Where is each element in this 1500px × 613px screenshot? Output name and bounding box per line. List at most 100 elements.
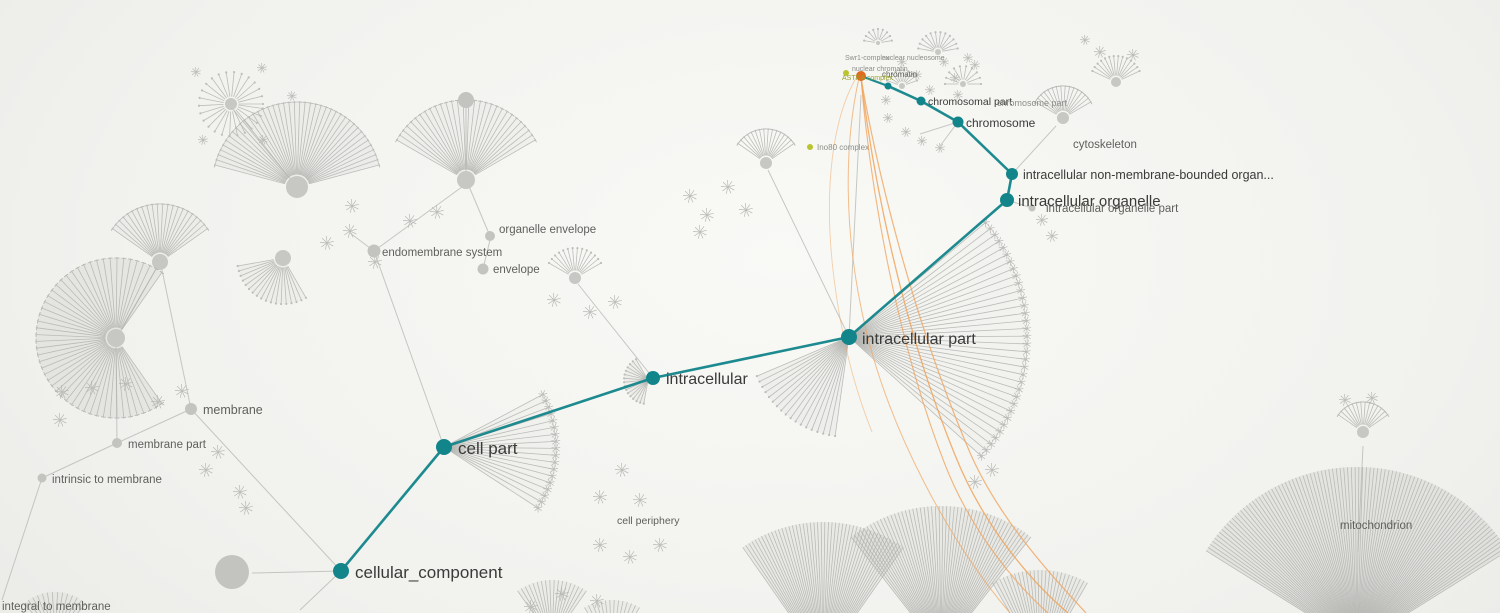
cluster-hub-node[interactable]: [275, 250, 291, 266]
mini-cluster-star: [286, 90, 297, 101]
gray-term-node[interactable]: [367, 244, 381, 258]
cluster-hub-node[interactable]: [899, 83, 905, 89]
layer-fans: [23, 27, 1500, 613]
term-label-organelle-envelope[interactable]: organelle envelope: [499, 224, 596, 236]
gray-term-node[interactable]: [485, 231, 495, 241]
collapsed-subtree-fan: [236, 250, 308, 306]
term-node-nucleosome-highlight[interactable]: [856, 71, 866, 81]
term-label-intracellular-part[interactable]: intracellular part: [862, 331, 976, 348]
graph-edge: [767, 169, 850, 338]
term-label-cell-part[interactable]: cell part: [458, 439, 518, 458]
mini-cluster-star: [190, 66, 201, 77]
term-node-ino80-complex-node[interactable]: [807, 144, 813, 150]
mini-cluster-star: [1016, 286, 1026, 296]
term-node-intracellular-part[interactable]: [841, 329, 857, 345]
graph-edge: [919, 121, 959, 135]
mini-cluster-star: [533, 503, 543, 513]
cluster-hub-node[interactable]: [107, 329, 125, 347]
enrichment-path-edge: [860, 77, 1087, 613]
term-label-ino80-complex[interactable]: Ino80 complex: [817, 143, 869, 152]
term-label-chromosome[interactable]: chromosome: [966, 116, 1036, 130]
gray-term-node[interactable]: [458, 92, 474, 108]
cluster-hub-node[interactable]: [569, 272, 581, 284]
fan-shade: [237, 258, 306, 304]
gray-term-node[interactable]: [215, 555, 249, 589]
mini-cluster-star: [150, 394, 165, 409]
cluster-hub-node[interactable]: [760, 157, 772, 169]
term-node-intracellular-organelle[interactable]: [1000, 193, 1014, 207]
term-label-cell-periphery[interactable]: cell periphery: [617, 515, 680, 527]
term-label-membrane[interactable]: membrane: [203, 403, 263, 417]
term-node-intracellular-non-membrane-bounded-organelle[interactable]: [1006, 168, 1018, 180]
enrichment-path-edge: [860, 77, 1069, 613]
layer-edges: [1, 94, 1364, 611]
cluster-hub-node[interactable]: [935, 49, 941, 55]
term-label-chromatin[interactable]: chromatin: [882, 70, 917, 79]
term-label-nuclear-chromatin[interactable]: nuclear chromatin: [852, 66, 908, 73]
term-label-envelope[interactable]: envelope: [493, 264, 540, 276]
mini-cluster-star: [582, 304, 597, 319]
mini-cluster-star: [257, 134, 268, 145]
mini-cluster-star: [949, 72, 960, 83]
term-label-cytoskeleton[interactable]: cytoskeleton: [1073, 139, 1137, 151]
term-label-cellular-component[interactable]: cellular_component: [355, 563, 503, 582]
gray-term-node[interactable]: [477, 263, 489, 275]
mini-cluster-star: [543, 485, 553, 494]
mini-cluster-star: [540, 491, 550, 501]
cluster-hub-node[interactable]: [960, 81, 966, 87]
term-label-intracellular[interactable]: intracellular: [666, 371, 748, 388]
cluster-hub-node[interactable]: [457, 171, 475, 189]
cluster-hub-node[interactable]: [1111, 77, 1121, 87]
term-label-chromosomal-part[interactable]: chromosomal part: [928, 96, 1012, 108]
mini-cluster-star: [1002, 250, 1012, 260]
term-label-intracellular-organelle[interactable]: intracellular organelle: [1018, 193, 1161, 210]
term-node-chromosomal-part[interactable]: [916, 96, 926, 106]
mini-cluster-star: [1020, 308, 1030, 318]
gray-term-node[interactable]: [112, 438, 122, 448]
gray-term-node[interactable]: [37, 473, 47, 483]
term-node-cell-part[interactable]: [436, 439, 452, 455]
mini-cluster-star: [174, 383, 189, 398]
term-label-integral-to-membrane[interactable]: integral to membrane: [2, 601, 111, 613]
term-node-astra-complex-node[interactable]: [843, 70, 849, 76]
term-label-intracellular-organelle-part[interactable]: intracellular organelle part: [1046, 203, 1179, 215]
mini-cluster-star: [652, 537, 667, 552]
mini-cluster-star: [551, 444, 561, 453]
mini-cluster-star: [995, 427, 1005, 437]
term-node-nucleosome-junction[interactable]: [884, 82, 892, 90]
cluster-hub-node[interactable]: [286, 176, 308, 198]
term-label-mitochondrion[interactable]: mitochondrion: [1340, 520, 1412, 532]
mini-cluster-star: [1009, 399, 1019, 409]
term-label-nuclear-nucleosome[interactable]: nuclear nucleosome: [882, 55, 945, 62]
mini-cluster-star: [1021, 355, 1030, 364]
term-node-chromosome[interactable]: [952, 116, 964, 128]
collapsed-subtree-fan: [850, 505, 1032, 613]
gray-term-node[interactable]: [1028, 204, 1036, 212]
term-label-chromosome-part[interactable]: chromosome part: [997, 98, 1068, 108]
cluster-hub-node[interactable]: [1057, 112, 1069, 124]
cluster-hub-node[interactable]: [225, 98, 237, 110]
collapsed-subtree-fan: [584, 599, 640, 613]
term-label-membrane-part[interactable]: membrane part: [128, 439, 207, 451]
term-label-endomembrane-system[interactable]: endomembrane system: [382, 247, 502, 259]
gray-term-node[interactable]: [185, 403, 197, 415]
mini-cluster-star: [551, 437, 561, 446]
term-node-cellular-component[interactable]: [333, 563, 349, 579]
collapsed-subtree-fan: [885, 69, 919, 89]
term-label-intracellular-non-membrane-bounded-organ[interactable]: intracellular non-membrane-bounded organ…: [1023, 168, 1274, 182]
mini-cluster-star: [984, 462, 999, 477]
mini-cluster-star: [1021, 347, 1031, 357]
fan-shade: [517, 580, 587, 613]
mini-cluster-star: [985, 224, 995, 234]
mini-cluster-star: [402, 213, 417, 228]
term-node-intracellular[interactable]: [646, 371, 660, 385]
cluster-hub-node[interactable]: [152, 254, 168, 270]
term-label-astra-complex[interactable]: ASTRA complex: [842, 75, 893, 82]
mini-cluster-star: [1006, 406, 1016, 416]
cluster-hub-node[interactable]: [876, 41, 880, 45]
term-label-intrinsic-to-membrane[interactable]: intrinsic to membrane: [52, 474, 162, 486]
term-label-swr1-complex[interactable]: Swr1-complex: [845, 55, 890, 62]
cluster-hub-node[interactable]: [1357, 426, 1369, 438]
mini-cluster-star: [699, 207, 714, 222]
